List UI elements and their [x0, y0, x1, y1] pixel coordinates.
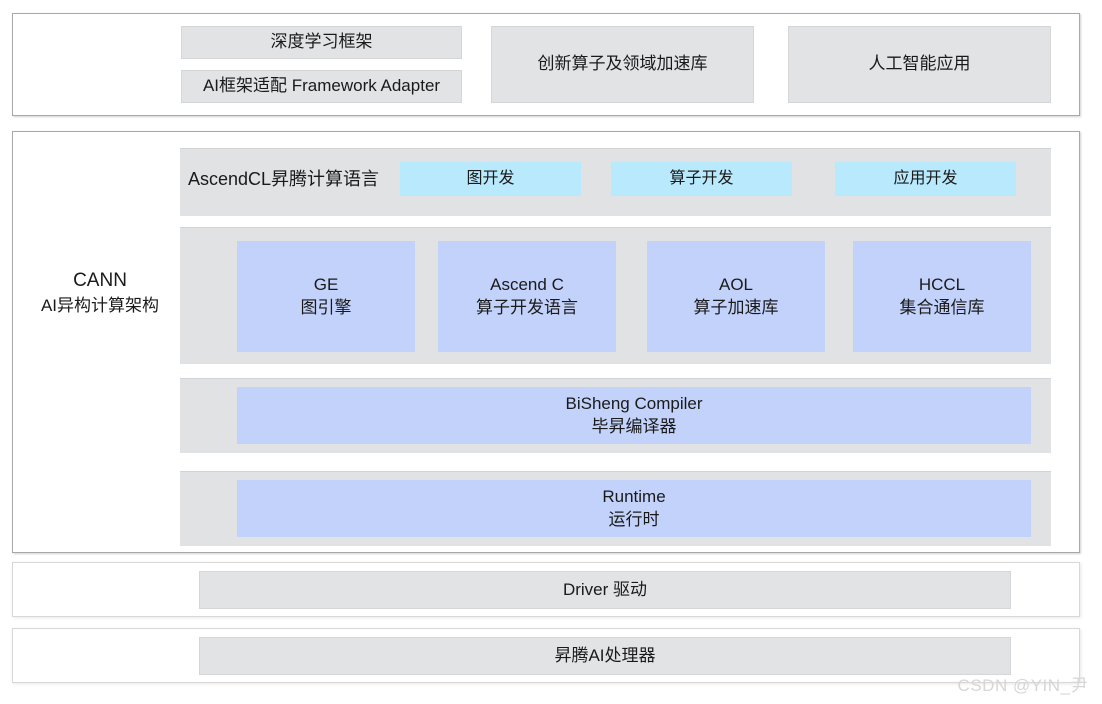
box-framework-adapter-label: AI框架适配 Framework Adapter — [202, 76, 441, 96]
box-hccl-line1: HCCL — [918, 275, 966, 295]
box-ge[interactable]: GE 图引擎 — [237, 241, 415, 352]
box-runtime-line1: Runtime — [602, 487, 666, 507]
chip-graph-development[interactable]: 图开发 — [400, 162, 581, 196]
box-ascend-c-line1: Ascend C — [490, 275, 564, 295]
box-ascend-ai-processor-label: 昇腾AI处理器 — [554, 645, 656, 665]
box-bisheng-compiler-line2: 毕昇编译器 — [591, 416, 677, 436]
chip-application-development[interactable]: 应用开发 — [835, 162, 1016, 196]
chip-operator-development[interactable]: 算子开发 — [611, 162, 792, 196]
box-framework-adapter[interactable]: AI框架适配 Framework Adapter — [181, 70, 462, 103]
chip-application-development-label: 应用开发 — [893, 169, 958, 187]
ascendcl-lead-label-text: AscendCL昇腾计算语言 — [188, 168, 380, 189]
csdn-watermark: CSDN @YIN_尹 — [957, 676, 1088, 695]
box-bisheng-compiler-line1: BiSheng Compiler — [565, 394, 703, 414]
box-ge-line1: GE — [313, 275, 339, 295]
box-ascend-c-line2: 算子开发语言 — [476, 297, 578, 317]
chip-operator-development-label: 算子开发 — [669, 169, 734, 187]
box-bisheng-compiler[interactable]: BiSheng Compiler 毕昇编译器 — [237, 387, 1031, 444]
box-innovative-operators-label: 创新算子及领域加速库 — [537, 54, 708, 74]
chip-graph-development-label: 图开发 — [466, 169, 515, 187]
cann-side-label-line1: CANN — [73, 270, 127, 292]
box-driver[interactable]: Driver 驱动 — [199, 571, 1011, 609]
cann-side-label-line2: AI异构计算架构 — [40, 296, 160, 316]
box-runtime[interactable]: Runtime 运行时 — [237, 480, 1031, 537]
box-ai-applications[interactable]: 人工智能应用 — [788, 26, 1051, 103]
box-ai-applications-label: 人工智能应用 — [868, 54, 971, 74]
box-aol[interactable]: AOL 算子加速库 — [647, 241, 825, 352]
box-ascend-c[interactable]: Ascend C 算子开发语言 — [438, 241, 616, 352]
box-runtime-line2: 运行时 — [608, 509, 660, 529]
box-ge-line2: 图引擎 — [300, 297, 352, 317]
box-hccl-line2: 集合通信库 — [899, 297, 985, 317]
box-driver-label: Driver 驱动 — [562, 579, 648, 599]
box-deep-learning-framework[interactable]: 深度学习框架 — [181, 26, 462, 59]
ascendcl-lead-label: AscendCL昇腾计算语言 — [188, 162, 398, 196]
box-deep-learning-framework-label: 深度学习框架 — [270, 32, 373, 52]
box-hccl[interactable]: HCCL 集合通信库 — [853, 241, 1031, 352]
box-aol-line2: 算子加速库 — [693, 297, 779, 317]
box-innovative-operators[interactable]: 创新算子及领域加速库 — [491, 26, 754, 103]
cann-side-label: CANN AI异构计算架构 — [20, 265, 180, 321]
box-ascend-ai-processor[interactable]: 昇腾AI处理器 — [199, 637, 1011, 675]
box-aol-line1: AOL — [718, 275, 754, 295]
